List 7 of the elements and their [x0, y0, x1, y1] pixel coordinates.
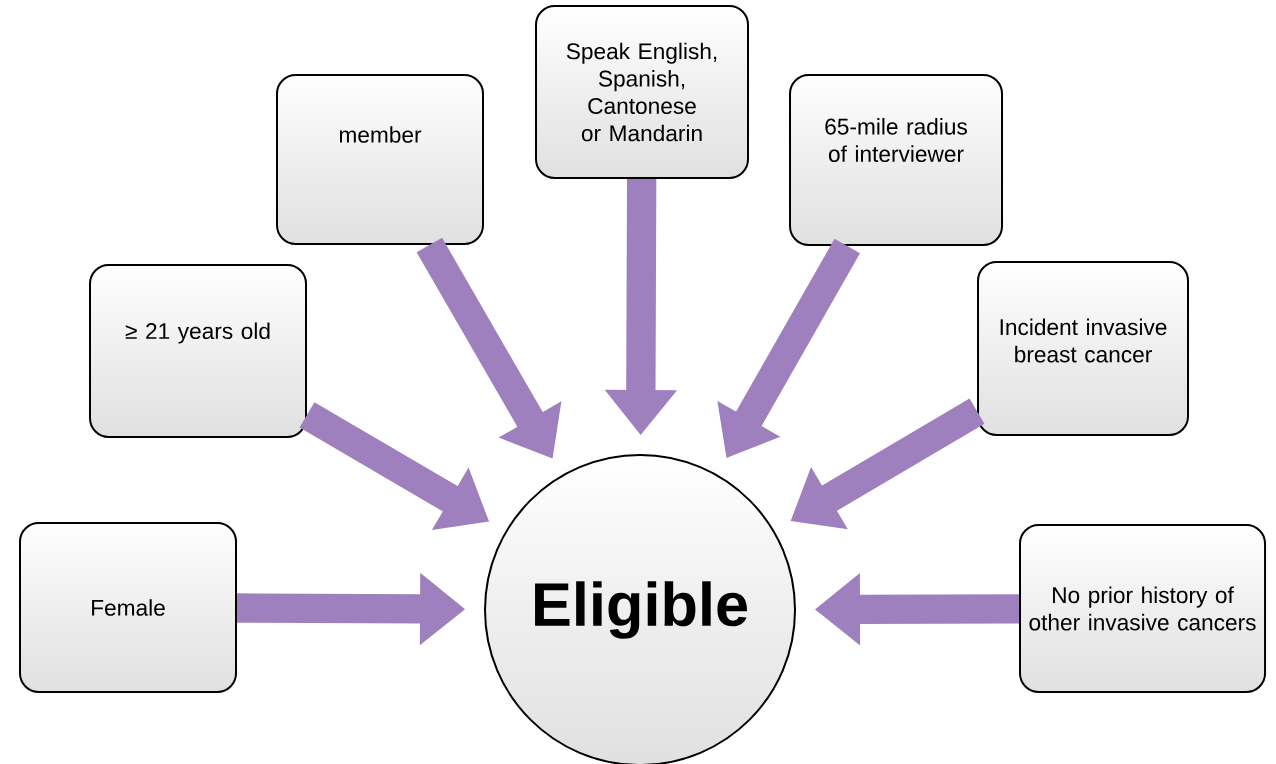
criterion-box: No prior history of other invasive cancers	[1019, 524, 1267, 693]
criterion-box: ≥ 21 years old	[89, 264, 307, 438]
criterion-box: Speak English, Spanish, Cantonese or Mandarin	[535, 5, 749, 179]
criterion-box: 65-mile radius of interviewer	[789, 74, 1003, 246]
criterion-box: Female	[19, 521, 237, 694]
criterion-box: member	[276, 73, 484, 246]
criterion-box: Incident invasive breast cancer	[977, 260, 1189, 437]
